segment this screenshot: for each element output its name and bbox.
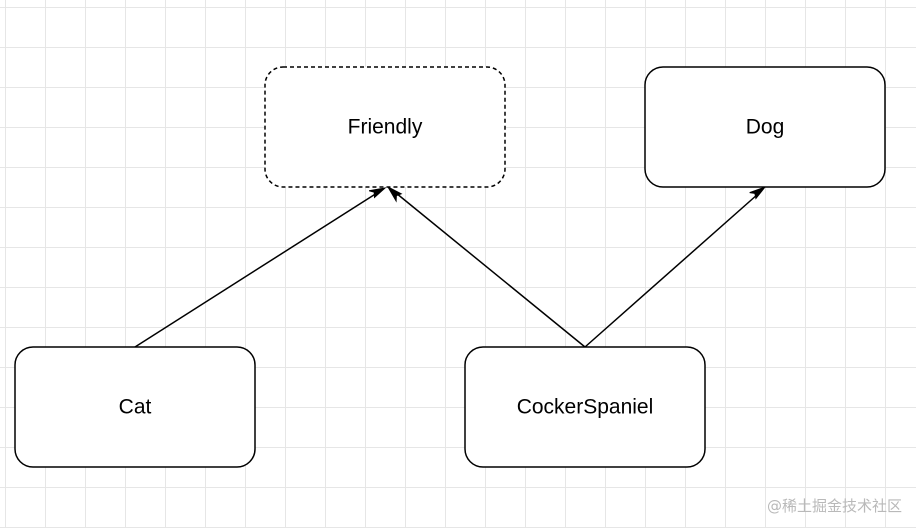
- node-label: CockerSpaniel: [517, 396, 654, 419]
- edge-line: [134, 192, 378, 348]
- node-label: Dog: [746, 116, 785, 139]
- edge-line: [584, 193, 759, 348]
- edge-cat-to-friendly: [134, 187, 387, 348]
- watermark: @稀土掘金技术社区: [766, 497, 902, 515]
- node-label: Friendly: [348, 116, 423, 139]
- arrowhead-icon: [368, 187, 387, 199]
- edge-cocker-to-dog: [584, 185, 767, 348]
- arrowhead-icon: [749, 185, 767, 200]
- node-box: [264, 66, 506, 188]
- arrowhead-icon: [386, 185, 403, 203]
- node-friendly[interactable]: Friendly: [264, 66, 506, 188]
- node-box: [464, 346, 706, 468]
- edge-line: [395, 192, 586, 348]
- edge-cocker-to-friendly: [386, 185, 586, 348]
- node-box: [644, 66, 886, 188]
- node-dog[interactable]: Dog: [644, 66, 886, 188]
- edges: [134, 185, 767, 348]
- node-label: Cat: [119, 396, 152, 419]
- node-box: [14, 346, 256, 468]
- node-cat[interactable]: Cat: [14, 346, 256, 468]
- node-cockerspaniel[interactable]: CockerSpaniel: [464, 346, 706, 468]
